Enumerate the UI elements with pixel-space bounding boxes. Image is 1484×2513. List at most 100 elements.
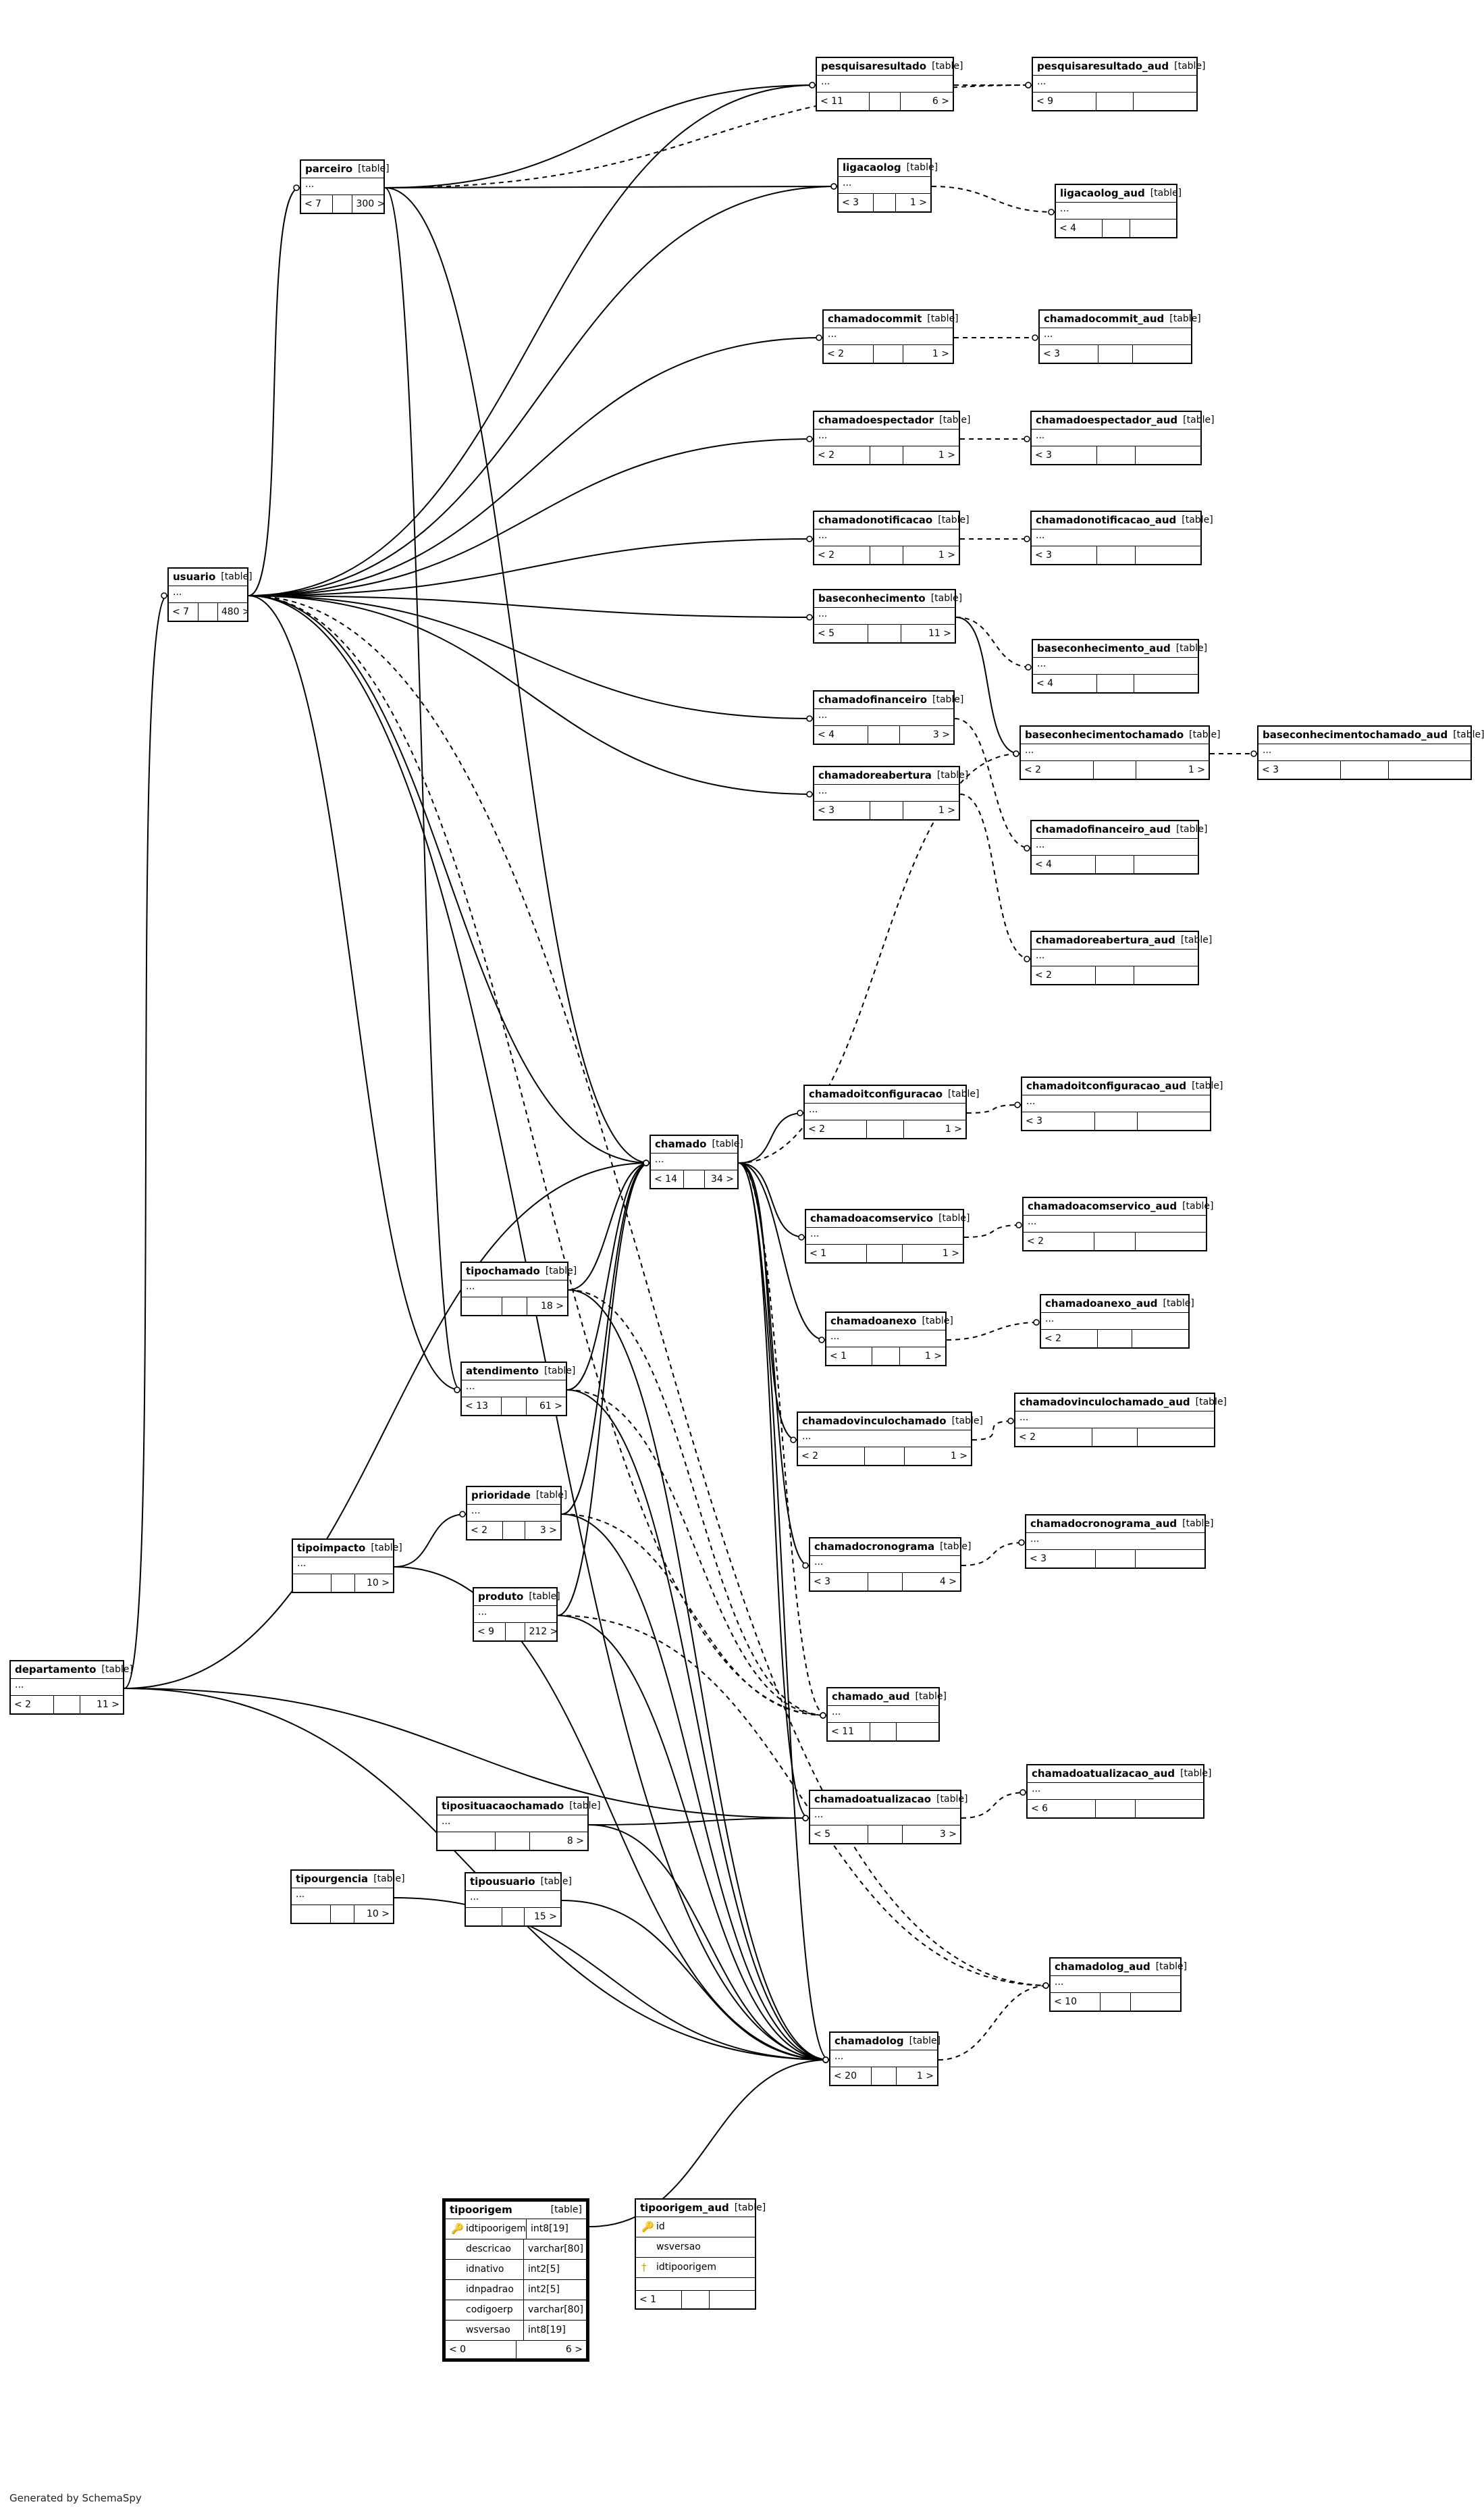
child-count[interactable] [1138, 1112, 1210, 1130]
table-tiposituacaochamado[interactable]: tiposituacaochamado[table]...8 > [436, 1796, 601, 1851]
table-baseconhecimento_aud[interactable]: baseconhecimento_aud[table]...< 4 [1032, 639, 1207, 694]
child-count[interactable] [1136, 1233, 1206, 1250]
parent-count[interactable]: < 3 [1026, 1550, 1096, 1568]
parent-count[interactable]: < 11 [828, 1723, 871, 1740]
child-count[interactable]: 11 > [928, 628, 951, 639]
parent-count[interactable]: < 2 [1032, 966, 1096, 984]
table-chamadoespectador_aud[interactable]: chamadoespectador_aud[table]...< 3 [1030, 411, 1215, 465]
column-row[interactable]: 🔑id [636, 2217, 755, 2237]
child-count[interactable]: 18 > [541, 1301, 564, 1312]
parent-count[interactable]: < 3 [1258, 761, 1342, 779]
table-chamado_aud[interactable]: chamado_aud[table]...< 11 [826, 1687, 947, 1742]
child-count[interactable] [1134, 675, 1198, 692]
parent-count[interactable]: < 14 [651, 1170, 684, 1188]
parent-count[interactable]: < 1 [636, 2291, 682, 2308]
parent-count[interactable]: < 3 [839, 194, 874, 211]
table-chamadoreabertura_aud[interactable]: chamadoreabertura_aud[table]...< 2 [1030, 931, 1212, 985]
child-count[interactable] [1138, 1428, 1214, 1446]
child-count[interactable]: 15 > [533, 1911, 557, 1922]
parent-count[interactable]: < 2 [814, 546, 870, 564]
child-count[interactable]: 11 > [96, 1699, 120, 1710]
table-chamadocommit_aud[interactable]: chamadocommit_aud[table]...< 3 [1038, 309, 1201, 364]
child-count[interactable]: 10 > [367, 1578, 390, 1588]
child-count[interactable]: 6 > [565, 2344, 583, 2355]
child-count[interactable] [1136, 1550, 1204, 1568]
parent-count[interactable]: < 11 [817, 93, 870, 110]
parent-count[interactable]: < 10 [1051, 1993, 1101, 2011]
child-count[interactable]: 1 > [950, 1451, 968, 1461]
table-ligacaolog_aud[interactable]: ligacaolog_aud[table]...< 4 [1055, 184, 1182, 238]
parent-count[interactable]: < 6 [1028, 1800, 1096, 1817]
parent-count[interactable]: < 2 [805, 1120, 868, 1138]
child-count[interactable]: 300 > [356, 199, 384, 209]
child-count[interactable]: 4 > [939, 1576, 957, 1587]
child-count[interactable] [710, 2291, 755, 2308]
child-count[interactable]: 3 > [939, 1829, 957, 1840]
child-count[interactable] [1132, 1330, 1188, 1347]
parent-count[interactable]: < 3 [814, 802, 870, 819]
table-tipochamado[interactable]: tipochamado[table]...18 > [460, 1262, 577, 1316]
parent-count[interactable]: < 2 [1024, 1233, 1094, 1250]
parent-count[interactable]: < 2 [814, 446, 870, 464]
parent-count[interactable]: < 4 [1033, 675, 1097, 692]
parent-count[interactable] [466, 1908, 502, 1925]
child-count[interactable]: 480 > [221, 606, 247, 617]
parent-count[interactable]: < 2 [824, 345, 874, 363]
table-chamadofinanceiro_aud[interactable]: chamadofinanceiro_aud[table]...< 4 [1030, 820, 1207, 875]
parent-count[interactable]: < 3 [1040, 345, 1098, 363]
child-count[interactable]: 1 > [1188, 765, 1206, 775]
child-count[interactable] [1133, 345, 1191, 363]
child-count[interactable]: 3 > [932, 729, 950, 740]
table-tipourgencia[interactable]: tipourgencia[table]...10 > [290, 1869, 405, 1924]
child-count[interactable]: 8 > [566, 1836, 584, 1846]
parent-count[interactable]: < 4 [814, 726, 868, 744]
parent-count[interactable]: < 3 [810, 1573, 868, 1590]
child-count[interactable]: 1 > [945, 1124, 962, 1135]
parent-count[interactable] [293, 1574, 332, 1592]
child-count[interactable]: 1 > [924, 1351, 942, 1362]
child-count[interactable]: 61 > [539, 1401, 562, 1411]
parent-count[interactable]: < 7 [301, 195, 333, 213]
child-count[interactable] [1134, 856, 1198, 873]
table-chamadocronograma_aud[interactable]: chamadocronograma_aud[table]...< 3 [1025, 1514, 1214, 1569]
table-chamadonotificacao_aud[interactable]: chamadonotificacao_aud[table]...< 3 [1030, 511, 1213, 565]
table-chamadoatualizacao_aud[interactable]: chamadoatualizacao_aud[table]...< 6 [1026, 1764, 1211, 1819]
table-chamadoacomservico_aud[interactable]: chamadoacomservico_aud[table]...< 2 [1022, 1197, 1213, 1251]
child-count[interactable] [1134, 93, 1196, 110]
child-count[interactable] [1134, 966, 1198, 984]
child-count[interactable]: 1 > [938, 450, 955, 461]
table-chamadovinculochamado_aud[interactable]: chamadovinculochamado_aud[table]...< 2 [1014, 1393, 1227, 1447]
parent-count[interactable]: < 1 [806, 1245, 867, 1262]
parent-count[interactable] [438, 1832, 496, 1850]
parent-count[interactable]: < 0 [446, 2341, 516, 2358]
column-row[interactable]: wsversao [636, 2237, 755, 2258]
table-pesquisaresultado_aud[interactable]: pesquisaresultado_aud[table]...< 9 [1032, 57, 1206, 111]
child-count[interactable]: 1 > [909, 197, 927, 208]
parent-count[interactable] [462, 1297, 502, 1315]
parent-count[interactable]: < 9 [1033, 93, 1096, 110]
child-count[interactable]: 1 > [942, 1248, 960, 1259]
table-baseconhecimentochamado_aud[interactable]: baseconhecimentochamado_aud[table]...< 3 [1257, 725, 1484, 780]
table-chamadolog_aud[interactable]: chamadolog_aud[table]...< 10 [1049, 1957, 1187, 2012]
